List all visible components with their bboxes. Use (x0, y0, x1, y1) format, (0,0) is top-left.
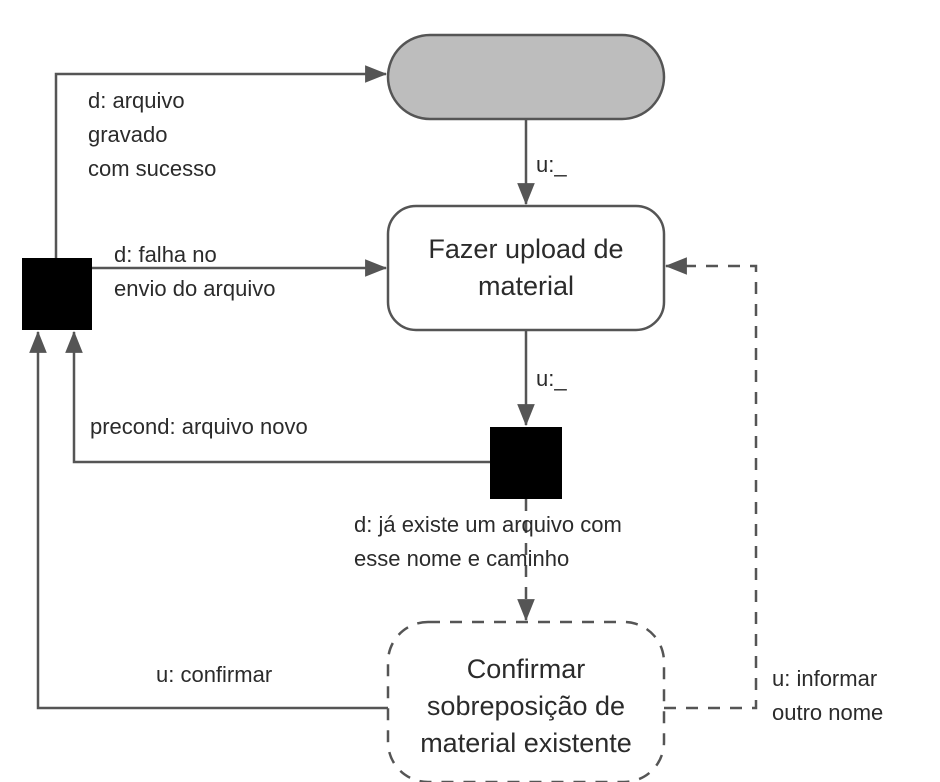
edge-other-name (664, 257, 758, 710)
edge-start-to-upload-label: u:_ (536, 152, 567, 177)
edge-confirm (29, 330, 388, 710)
edge-other-name-label: u: informar outro nome (772, 666, 884, 725)
edge-new-file (65, 330, 490, 464)
start-node (386, 33, 666, 121)
confirm-overwrite-node (386, 620, 666, 782)
edge-exists-label: d: já existe um arquivo com esse nome e … (354, 512, 622, 571)
confirm-overwrite-label: Confirmar sobreposição de material exist… (420, 653, 632, 758)
upload-material-label: Fazer upload de material (428, 234, 624, 301)
edge-success-label: d: arquivo gravado com sucesso (88, 88, 217, 181)
edge-success (54, 65, 388, 258)
edge-confirm-label: u: confirmar (156, 662, 273, 687)
decision-left (22, 258, 92, 330)
decision-center (490, 427, 562, 499)
edge-upload-to-decision-label: u:_ (536, 366, 567, 391)
edge-new-file-label: precond: arquivo novo (90, 414, 308, 439)
edge-failure-label: d: falha no envio do arquivo (114, 242, 276, 301)
